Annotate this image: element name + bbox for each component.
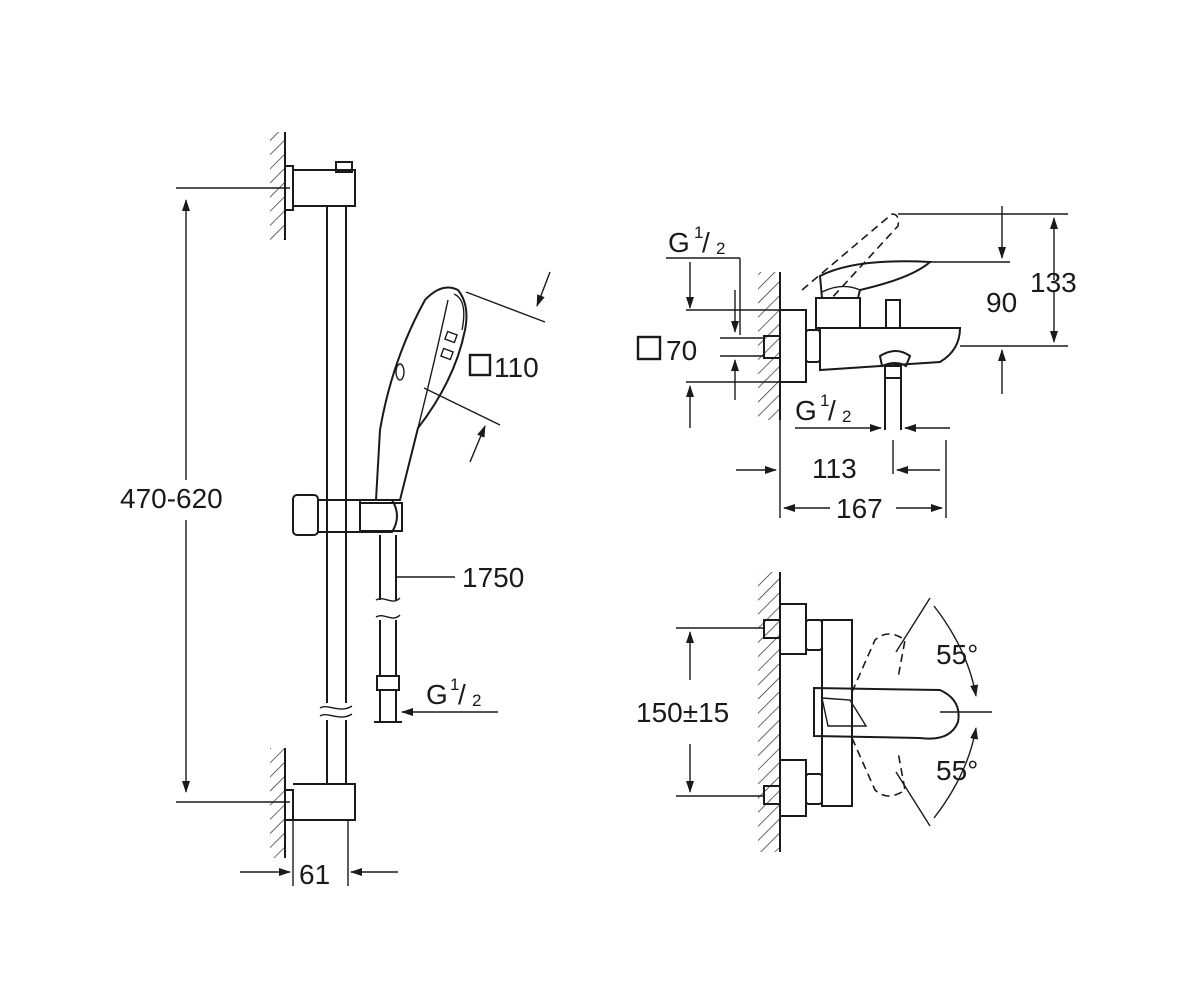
- dim-heights: 90 133: [898, 206, 1077, 394]
- inlet-thread-slash: /: [702, 227, 710, 258]
- shower-thread-slash: /: [458, 679, 466, 710]
- flange-size-label: 70: [666, 335, 697, 366]
- wall-hatch-lower: [270, 748, 286, 858]
- outlet-projection-label: 113: [812, 453, 857, 484]
- lower-wall-bracket: [284, 783, 356, 821]
- bath-mixer-front-view: 150±15 55° 55°: [636, 572, 992, 852]
- bath-mixer-side-view: G 1 / 2 70 G 1 / 2: [636, 206, 1077, 524]
- rail-bar: [319, 206, 353, 784]
- inlet-thread-prefix: G: [668, 227, 690, 258]
- dim-wall-distance: 61: [240, 820, 398, 890]
- dim-projections: 113 167: [736, 420, 947, 524]
- dim-shower-thread: G 1 / 2: [401, 675, 498, 716]
- outlet-thread-slash: /: [828, 395, 836, 426]
- shower-thread-denominator: 2: [472, 691, 481, 710]
- wall-distance-label: 61: [299, 859, 330, 890]
- dim-outlet-thread: G 1 / 2: [795, 391, 950, 432]
- dim-center-distance: 150±15: [636, 627, 764, 797]
- hose-length-label: 1750: [462, 562, 524, 593]
- shower-thread-prefix: G: [426, 679, 448, 710]
- center-distance-label: 150±15: [636, 697, 729, 728]
- hand-shower-size-label: 110: [494, 352, 539, 383]
- dim-flange-size: 70: [636, 309, 780, 428]
- outlet-thread-numerator: 1: [820, 391, 829, 410]
- square-symbol-icon: [468, 353, 492, 377]
- wall-hatch-side: [758, 272, 781, 420]
- dim-height-range: 470-620: [120, 187, 290, 803]
- slider-holder: [292, 494, 403, 536]
- outlet-thread-denominator: 2: [842, 407, 851, 426]
- upper-wall-bracket: [284, 161, 356, 211]
- angle-up-label: 55°: [936, 639, 978, 670]
- dim-hand-shower-size: 110: [423, 271, 551, 463]
- outlet-thread-prefix: G: [795, 395, 817, 426]
- wall-hatch-upper: [270, 132, 286, 240]
- dim-angles: 55° 55°: [895, 597, 992, 827]
- angle-down-label: 55°: [936, 755, 978, 786]
- hand-shower: [374, 286, 468, 501]
- wall-hatch-front: [758, 572, 781, 852]
- total-projection-label: 167: [836, 493, 883, 524]
- spout-height-label: 90: [986, 287, 1017, 318]
- inlet-thread-denominator: 2: [716, 239, 725, 258]
- inlet-thread-numerator: 1: [694, 223, 703, 242]
- height-range-label: 470-620: [120, 483, 223, 514]
- square-symbol-icon: [636, 335, 662, 361]
- total-height-label: 133: [1030, 267, 1077, 298]
- shower-hose: [374, 535, 402, 723]
- dim-inlet-thread: G 1 / 2: [666, 223, 741, 335]
- dim-hose-length: 1750: [396, 562, 524, 593]
- shower-rail-drawing: 470-620 110 1750 G 1 / 2: [120, 132, 551, 890]
- shower-thread-numerator: 1: [450, 675, 459, 694]
